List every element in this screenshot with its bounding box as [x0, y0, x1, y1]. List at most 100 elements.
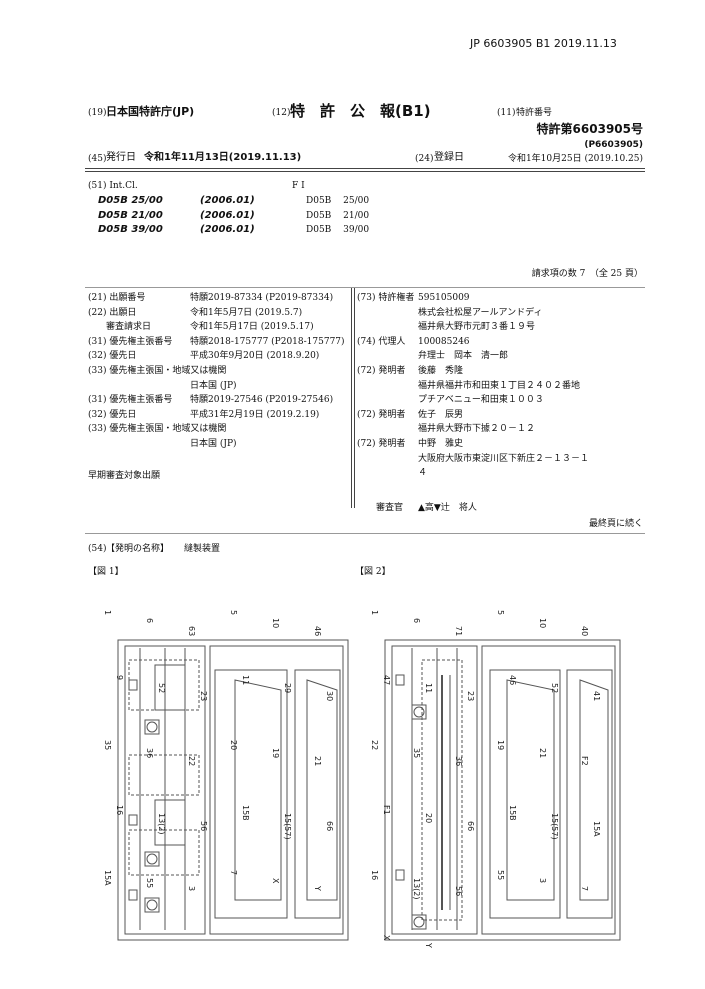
patent-number: 特許第6603905号 — [536, 122, 643, 136]
left-fields-label: (33) 優先権主張国・地域又は機関 — [88, 366, 227, 376]
examiner-label: 審査官 — [376, 503, 404, 513]
left-fields-value: 平成30年9月20日 (2018.9.20) — [190, 351, 320, 362]
figure-ref-label: 7 — [580, 886, 589, 891]
patent-number-sub: (P6603905) — [584, 140, 643, 150]
figure-ref-label: 6 — [412, 618, 421, 623]
left-fields-value: 日本国 (JP) — [190, 439, 237, 449]
figure-ref-label: 36 — [145, 748, 154, 758]
figure-ref-label: 35 — [412, 748, 421, 758]
figure-ref-label: 29 — [283, 683, 292, 693]
figure-ref-label: 21 — [313, 756, 322, 766]
title-code: (54) — [88, 544, 107, 554]
office-label: 日本国特許庁(JP) — [106, 105, 195, 118]
figure-ref-label: X — [382, 935, 391, 941]
figure-ref-label: 6 — [145, 618, 154, 623]
classification-ver: (2006.01) — [200, 224, 255, 235]
figure-ref-label: 20 — [424, 813, 433, 823]
figure-ref-label: 66 — [466, 821, 475, 831]
registration-date: 令和1年10月25日 (2019.10.25) — [507, 154, 643, 164]
figure-ref-label: 9 — [115, 675, 124, 680]
document-kind: 特 許 公 報(B1) — [290, 102, 431, 120]
figure-ref-label: 55 — [145, 878, 154, 888]
figure-ref-label: 46 — [508, 675, 517, 685]
figure-ref-label: 13(2) — [157, 813, 166, 835]
classification-ver: (2006.01) — [200, 195, 255, 206]
figure-ref-label: 30 — [325, 691, 334, 701]
early-exam-note: 早期審査対象出願 — [88, 471, 161, 481]
classification-ipc: D05B 21/00 — [98, 209, 163, 221]
figure-ref-label: X — [271, 878, 280, 884]
figure-ref-label: 19 — [496, 740, 505, 750]
left-fields-label: (31) 優先権主張番号 — [88, 395, 173, 406]
figure-ref-label: 16 — [370, 870, 379, 880]
right-fields-value: 福井県大野市元町３番１９号 — [418, 322, 536, 333]
right-fields-value: 100085246 — [418, 336, 470, 347]
left-fields-label: (32) 優先日 — [88, 409, 137, 420]
figure-ref-label: 47 — [382, 675, 391, 685]
left-fields-value: 平成31年2月19日 (2019.2.19) — [190, 409, 320, 420]
figure-ref-label: 46 — [313, 626, 322, 636]
left-fields-label: (33) 優先権主張国・地域又は機関 — [88, 424, 227, 435]
figure-ref-label: 41 — [592, 691, 601, 701]
figure-ref-label: 35 — [103, 740, 112, 750]
figure-2-drawing: 1671510404711234652412235361921F2F120661… — [370, 610, 621, 948]
figure-ref-label: 56 — [454, 886, 463, 896]
figure-ref-label: 11 — [424, 683, 433, 693]
left-fields-label: (22) 出願日 — [88, 307, 137, 318]
figure-1-label: 【図 1】 — [88, 567, 124, 577]
continued-note: 最終頁に続く — [588, 519, 643, 529]
figure-ref-label: Y — [313, 885, 322, 891]
left-fields-value: 特願2019-87334 (P2019-87334) — [190, 293, 334, 303]
figure-ref-label: 56 — [199, 821, 208, 831]
right-fields-label: (73) 特許権者 — [357, 293, 415, 303]
figure-ref-label: 15A — [592, 821, 601, 837]
figure-ref-label: 23 — [199, 691, 208, 701]
figure-ref-label: 15A — [103, 870, 112, 886]
right-fields-label: (72) 発明者 — [357, 409, 406, 420]
classification-fi: D05B 25/00 — [306, 196, 370, 206]
figure-ref-label: 16 — [115, 805, 124, 815]
figure-ref-label: 7 — [229, 870, 238, 875]
figure-ref-label: F1 — [382, 805, 391, 815]
left-fields-label: 審査請求日 — [88, 322, 152, 333]
figure-ref-label: 23 — [466, 691, 475, 701]
figure-ref-label: 22 — [370, 740, 379, 750]
figure-ref-label: 11 — [241, 675, 250, 685]
issue-date-code: (45) — [88, 154, 107, 164]
figure-ref-label: 52 — [157, 683, 166, 693]
right-fields-value: 595105009 — [418, 293, 470, 303]
figure-ref-label: 3 — [538, 878, 547, 883]
figure-ref-label: 13(2) — [412, 878, 421, 900]
invention-title: 縫製装置 — [184, 544, 221, 554]
classification-ipc: D05B 39/00 — [98, 224, 163, 235]
figure-ref-label: 3 — [187, 886, 196, 891]
figure-ref-label: 36 — [454, 756, 463, 766]
right-fields-value: 福井県福井市和田東１丁目２４０２番地 — [418, 380, 581, 391]
figure-ref-label: 63 — [187, 626, 196, 636]
figure-ref-label: F2 — [580, 756, 589, 766]
figure-ref-label: 22 — [187, 756, 196, 766]
right-fields-label: (72) 発明者 — [357, 439, 406, 449]
right-fields-value: 大阪府大阪市東淀川区下新庄２－１３－１ — [418, 453, 590, 464]
office-code: (19) — [88, 108, 107, 118]
issue-date: 令和1年11月13日(2019.11.13) — [144, 152, 302, 163]
figure-ref-label: 66 — [325, 821, 334, 831]
figure-ref-label: 5 — [229, 610, 238, 615]
registration-date-label: 登録日 — [434, 152, 464, 163]
figure-ref-label: 15B — [241, 805, 250, 821]
right-fields-value: プチアベニュー和田東１００３ — [418, 395, 544, 406]
right-fields-label: (72) 発明者 — [357, 366, 406, 376]
right-fields-label: (74) 代理人 — [357, 336, 406, 347]
patent-number-label: 特許番号 — [516, 108, 553, 118]
figure-ref-label: 19 — [271, 748, 280, 758]
right-fields-value: 後藤 秀隆 — [418, 366, 464, 376]
figure-ref-label: 20 — [229, 740, 238, 750]
running-header: JP 6603905 B1 2019.11.13 — [470, 37, 617, 50]
kind-code: (12) — [272, 108, 291, 118]
left-fields-label: (32) 優先日 — [88, 351, 137, 362]
figure-ref-label: 15(57) — [550, 813, 559, 840]
figure-1-drawing: 166351046952231129303536222019211613(2)5… — [103, 610, 349, 941]
figure-ref-label: 1 — [103, 610, 112, 615]
issue-date-label: 発行日 — [106, 152, 136, 163]
left-fields-label: (31) 優先権主張番号 — [88, 336, 173, 347]
